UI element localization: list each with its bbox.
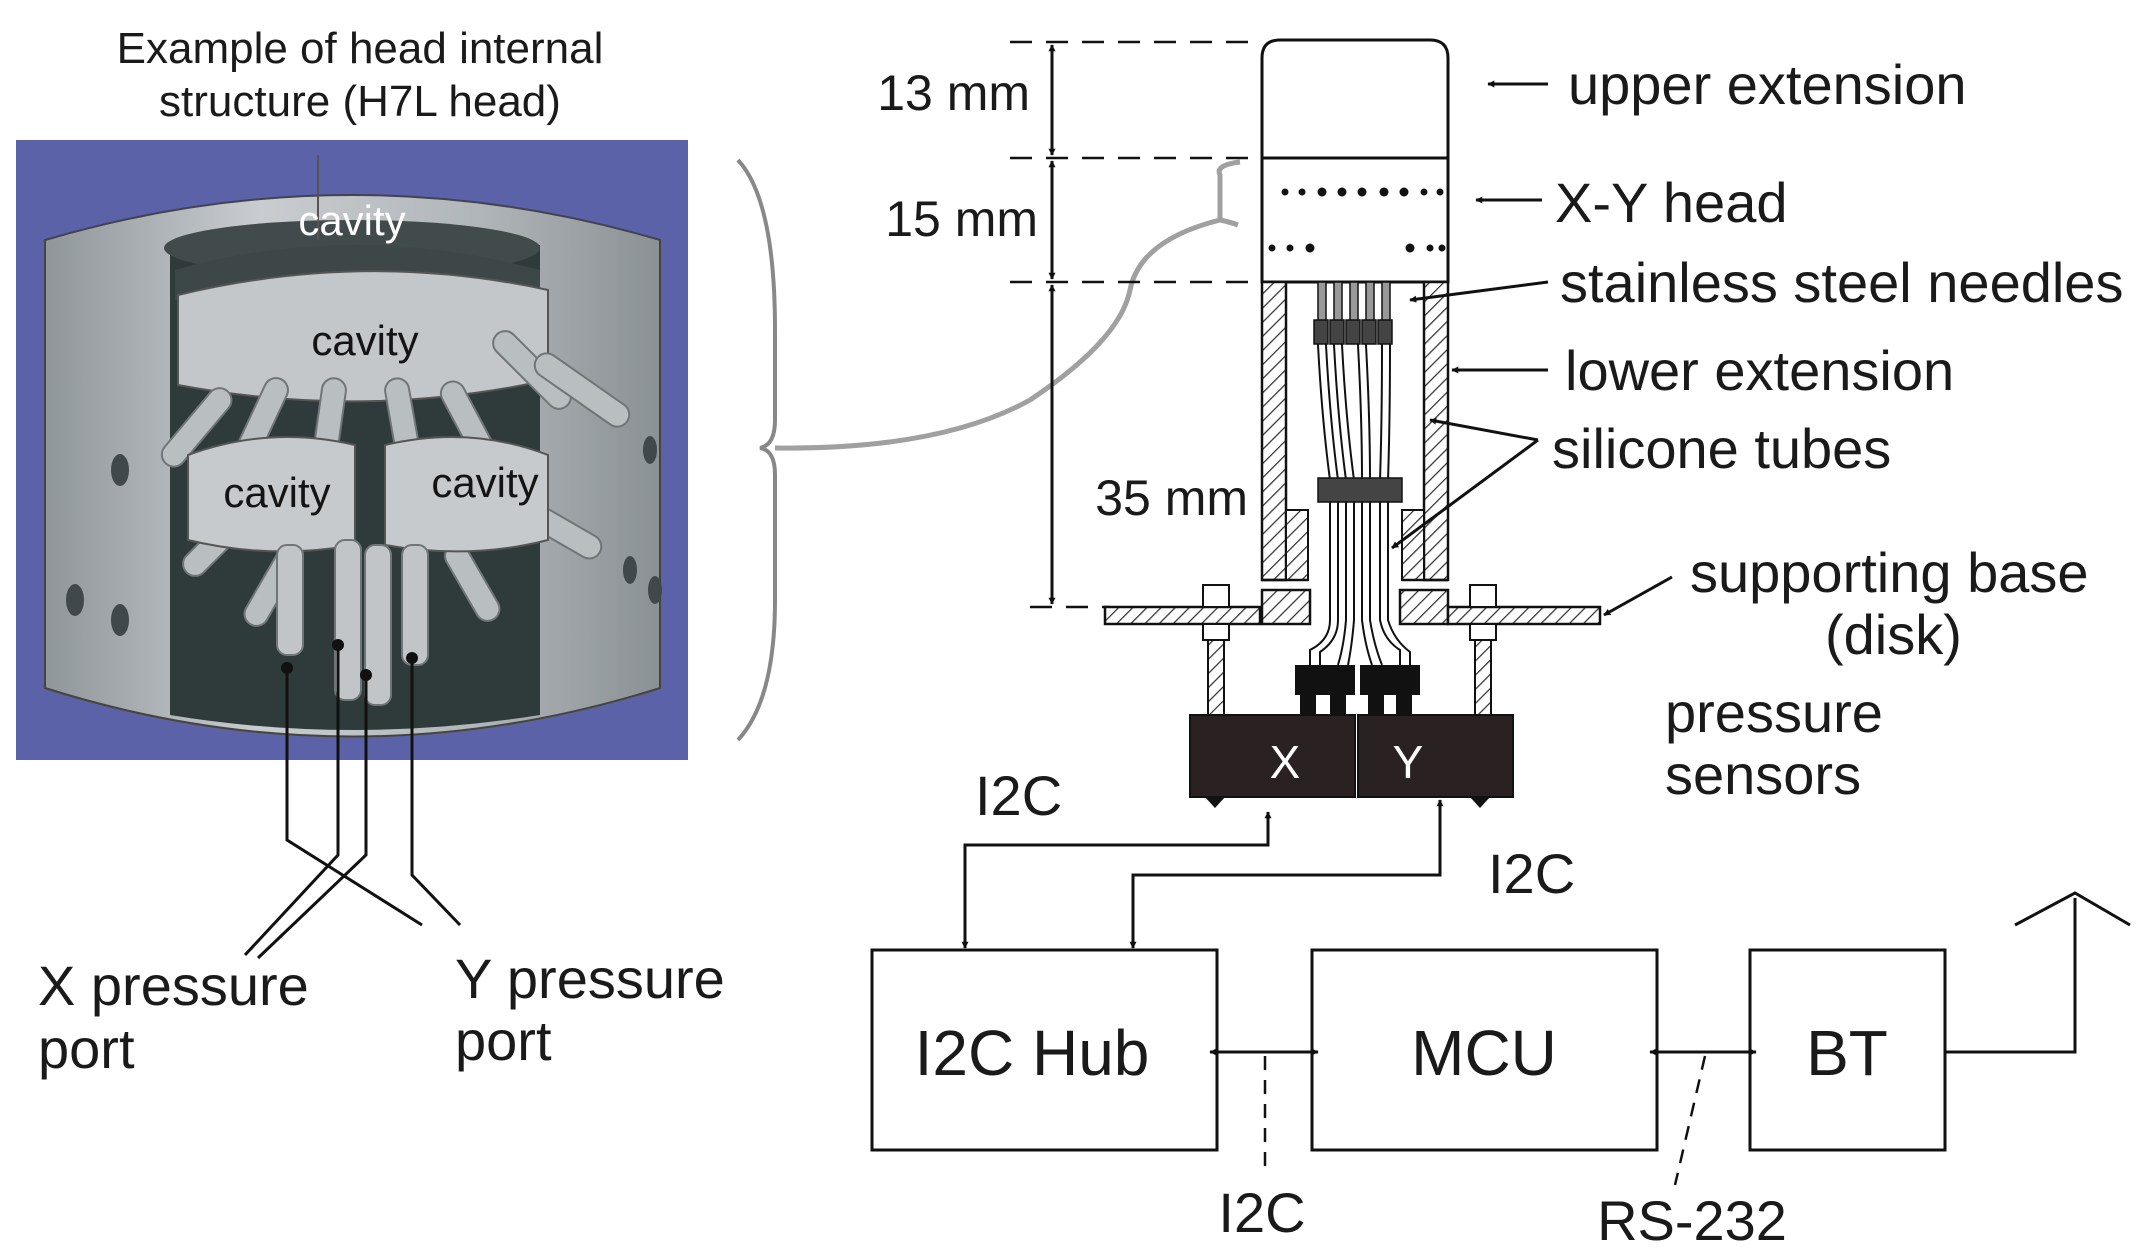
i2c-label-right: I2C — [1488, 842, 1575, 905]
xy-head-holes — [1268, 187, 1446, 253]
label-lower-extension: lower extension — [1565, 339, 1954, 402]
sensor-y-label: Y — [1393, 736, 1424, 788]
sensor-x-label: X — [1270, 736, 1301, 788]
cavity-label-top: cavity — [298, 197, 405, 244]
y-port-label-line1: Y pressure — [455, 947, 725, 1010]
right-cavity — [384, 436, 549, 553]
sensor-y — [1357, 714, 1514, 798]
bus-label-i2c: I2C — [1218, 1181, 1305, 1244]
cavity-label-right: cavity — [431, 459, 538, 506]
upper-extension — [1260, 38, 1450, 160]
dim-upper: 13 mm — [877, 65, 1030, 121]
bus-label-rs232: RS-232 — [1597, 1189, 1787, 1252]
label-silicone-tubes: silicone tubes — [1552, 417, 1891, 480]
head-internal-structure: Example of head internal structure (H7L … — [16, 24, 1241, 1080]
x-port-label-line2: port — [38, 1017, 135, 1080]
supporting-base-left — [1103, 605, 1262, 626]
lower-extension-right-wall — [1422, 280, 1450, 582]
label-supporting-base-line2: (disk) — [1825, 603, 1962, 666]
zoom-connector — [774, 159, 1241, 451]
label-needles: stainless steel needles — [1560, 251, 2123, 314]
support-bolts — [1202, 584, 1497, 716]
sensor-x — [1189, 714, 1356, 798]
silicone-tubes — [1309, 322, 1411, 666]
cavity-label-middle: cavity — [311, 317, 418, 364]
label-xy-head: X-Y head — [1555, 171, 1787, 234]
label-supporting-base-line1: supporting base — [1690, 541, 2089, 604]
dim-lower: 35 mm — [1095, 470, 1248, 526]
block-diagram: I2C I2C I2C Hub MCU BT I2C RS-232 — [870, 764, 2131, 1252]
supporting-base-right — [1446, 605, 1602, 626]
bt-box — [1748, 948, 1947, 1152]
i2c-hub-label: I2C Hub — [915, 1017, 1150, 1089]
xy-head — [1260, 156, 1450, 284]
sensor-connectors — [1295, 665, 1420, 717]
i2c-hub-box — [870, 948, 1219, 1152]
port-tubes — [276, 539, 429, 706]
cavity-label-left: cavity — [223, 469, 330, 516]
label-arrows — [1391, 80, 1673, 617]
mcu-box — [1310, 948, 1659, 1152]
x-port-label-line1: X pressure — [38, 954, 309, 1017]
dim-head: 15 mm — [885, 191, 1038, 247]
label-pressure-sensors-line1: pressure — [1665, 681, 1883, 744]
head-title-line1: Example of head internal — [117, 24, 604, 73]
curly-brace — [736, 158, 777, 742]
i2c-sensor-links — [961, 799, 1444, 949]
label-pressure-sensors-line2: sensors — [1665, 743, 1861, 806]
stainless-steel-needles — [1317, 281, 1391, 323]
lower-extension-left-wall — [1260, 280, 1288, 582]
y-port-label-line2: port — [455, 1009, 552, 1072]
port-wires — [243, 645, 462, 960]
bt-label: BT — [1806, 1017, 1888, 1089]
mcu-label: MCU — [1411, 1017, 1557, 1089]
probe-assembly: 13 mm 15 mm 35 mm — [877, 38, 2123, 808]
antenna-icon — [1945, 891, 2131, 1054]
i2c-label-left: I2C — [975, 764, 1062, 827]
wall-holes — [66, 436, 662, 636]
head-title-line2: structure (H7L head) — [159, 77, 561, 126]
label-upper-extension: upper extension — [1568, 53, 1967, 116]
dimension-reference-lines — [1010, 40, 1262, 609]
port-dots — [281, 639, 418, 681]
